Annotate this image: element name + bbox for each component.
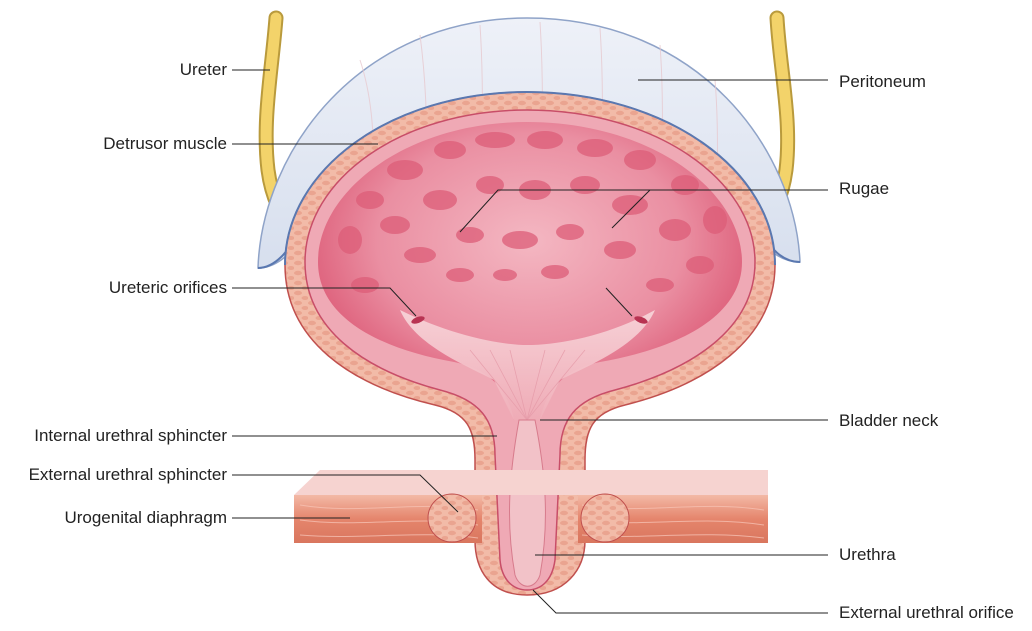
label-urethra: Urethra: [839, 545, 896, 564]
label-urogenital-diaphragm: Urogenital diaphragm: [64, 508, 227, 527]
label-ureter: Ureter: [179, 60, 227, 79]
label-rugae: Rugae: [839, 179, 890, 198]
label-detrusor-muscle: Detrusor muscle: [103, 134, 227, 153]
label-external-urethral-sphincter: External urethral sphincter: [28, 465, 227, 484]
right-ureteric-orifice: [634, 316, 648, 324]
external-urethral-sphincter-right: [580, 493, 630, 543]
rugae-pattern: [338, 131, 727, 293]
external-urethral-sphincter-left: [427, 493, 477, 543]
label-ureteric-orifices: Ureteric orifices: [108, 278, 227, 297]
leader-lines: [232, 69, 828, 614]
label-bladder-neck: Bladder neck: [839, 411, 939, 430]
label-peritoneum: Peritoneum: [839, 72, 926, 91]
trigone: [400, 310, 655, 420]
label-external-urethral-orifice: External urethral orifice: [839, 603, 1014, 622]
label-internal-urethral-sphincter: Internal urethral sphincter: [34, 426, 227, 445]
left-ureteric-orifice: [411, 316, 425, 324]
urogenital-diaphragm-top: [294, 470, 768, 495]
